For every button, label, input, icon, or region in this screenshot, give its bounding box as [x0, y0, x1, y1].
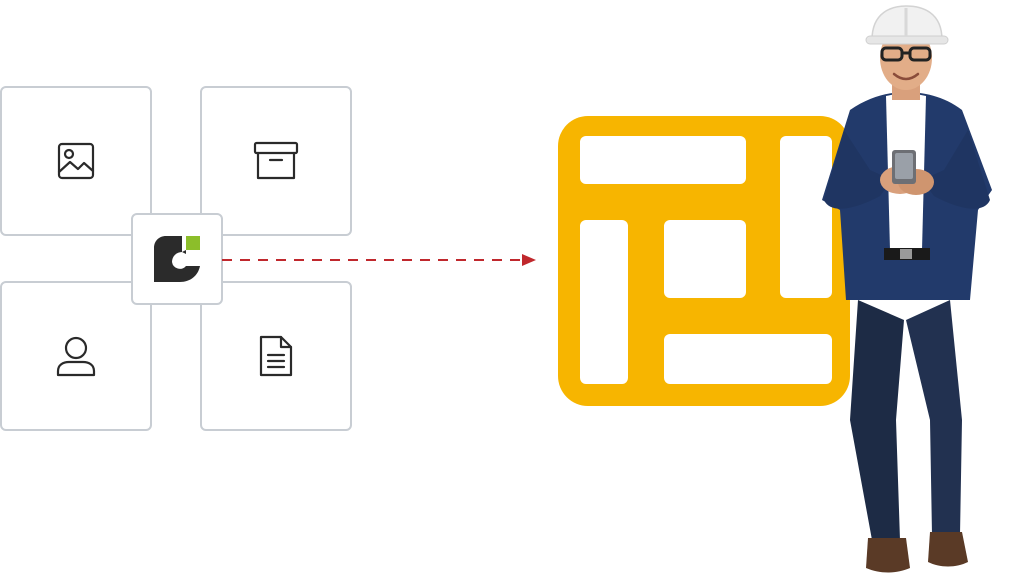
hub-tile	[131, 213, 223, 305]
grid-layout-icon	[558, 116, 850, 406]
archive-box-icon	[253, 141, 299, 180]
image-icon	[57, 142, 95, 180]
dashed-arrow	[222, 254, 536, 266]
engineer-with-phone-illustration	[822, 5, 992, 573]
tile-images	[0, 86, 152, 236]
brand-logo-icon	[154, 236, 200, 282]
tile-people	[0, 281, 152, 431]
document-icon	[259, 335, 293, 377]
user-icon	[56, 336, 96, 377]
tile-archive	[200, 86, 352, 236]
tile-documents	[200, 281, 352, 431]
